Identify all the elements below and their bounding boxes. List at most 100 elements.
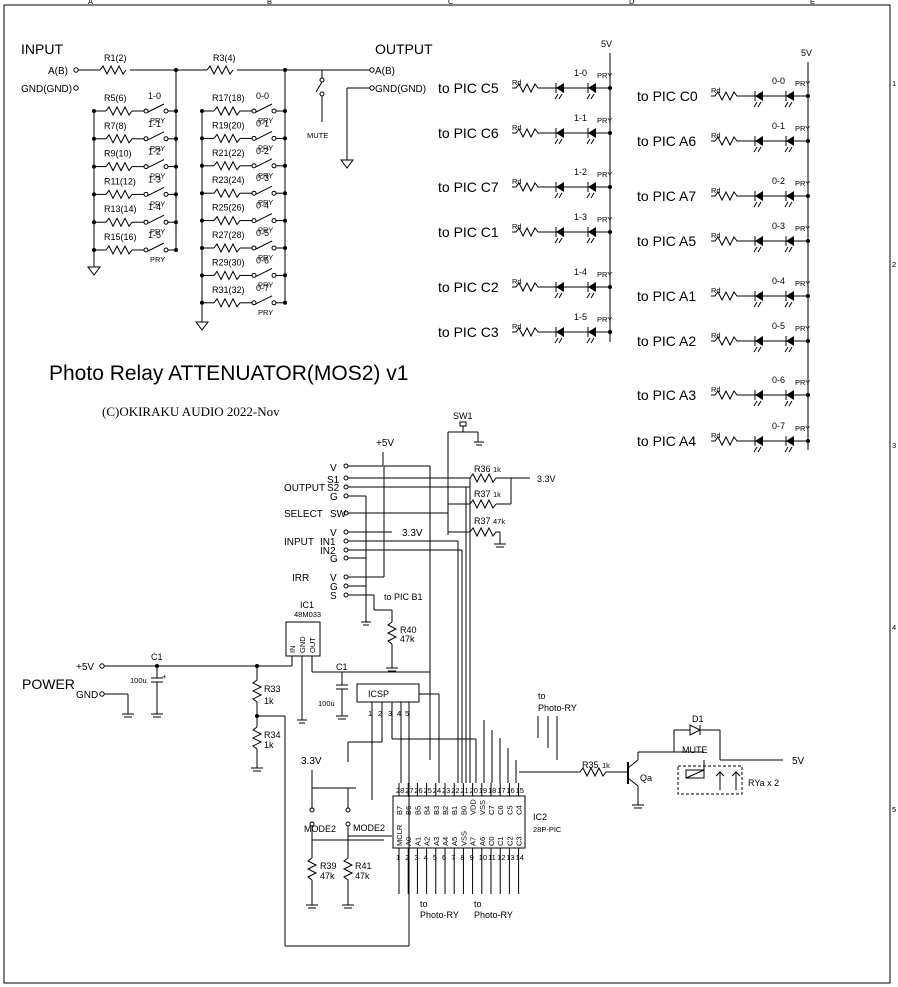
svg-text:1: 1 (396, 853, 400, 862)
svg-text:27: 27 (405, 786, 413, 795)
svg-text:PRY: PRY (258, 143, 273, 152)
svg-text:5V: 5V (601, 39, 612, 49)
switch-label: 1-3 (574, 212, 587, 222)
svg-text:2: 2 (405, 853, 409, 862)
svg-text:A: A (88, 0, 93, 6)
svg-text:21: 21 (460, 786, 468, 795)
shunt-resistor (105, 244, 133, 256)
resistor-rd (512, 326, 552, 338)
svg-text:PRY: PRY (795, 224, 810, 233)
svg-text:Photo-RY: Photo-RY (420, 910, 459, 920)
led-column-right: 5V (801, 48, 812, 450)
svg-text:25: 25 (424, 786, 432, 795)
svg-text:B2: B2 (441, 806, 450, 815)
switch-label: 0-1 (256, 118, 269, 128)
svg-text:PRY: PRY (258, 253, 273, 262)
svg-text:SW: SW (330, 509, 347, 520)
shunt-resistor (213, 242, 241, 254)
led-icon (556, 327, 564, 337)
svg-text:C1: C1 (496, 836, 505, 846)
svg-text:26: 26 (414, 786, 422, 795)
svg-text:PRY: PRY (258, 198, 273, 207)
switch-label: 0-6 (256, 255, 269, 265)
shunt-resistor (213, 160, 241, 171)
photodiode-icon (588, 227, 596, 237)
svg-text:A2: A2 (423, 837, 432, 846)
svg-text:100u: 100u (318, 699, 335, 708)
shunt-resistor (213, 270, 241, 281)
svg-text:C0: C0 (487, 836, 496, 846)
svg-text:Photo-RY: Photo-RY (474, 910, 513, 920)
switch-label: 1-0 (574, 68, 587, 78)
switch-label: 1-5 (148, 230, 161, 240)
svg-text:MODE2: MODE2 (304, 824, 336, 834)
switch-label: 0-0 (256, 91, 269, 101)
svg-text:to PIC B1: to PIC B1 (384, 592, 423, 602)
svg-text:3: 3 (414, 853, 418, 862)
svg-text:7: 7 (451, 853, 455, 862)
svg-text:R41: R41 (355, 861, 372, 871)
svg-text:PRY: PRY (795, 124, 810, 133)
svg-text:PRY: PRY (795, 424, 810, 433)
ic2-pins: 28B71MCLR27B62A026B53A125B44A224B35A323B… (395, 478, 524, 894)
resistor-label: R11(12) (104, 176, 136, 186)
svg-text:24: 24 (433, 786, 441, 795)
resistor-label: R19(20) (212, 120, 245, 130)
resistor-rd (711, 290, 751, 302)
svg-text:28P-PIC: 28P-PIC (533, 825, 562, 834)
shunt-resistor (105, 105, 133, 117)
svg-text:1k: 1k (264, 740, 274, 750)
resistor-rd (512, 127, 552, 139)
resistor-label: R23(24) (212, 175, 245, 185)
svg-text:PRY: PRY (258, 280, 273, 289)
svg-text:B: B (267, 985, 272, 987)
svg-text:D: D (629, 985, 635, 987)
svg-text:15: 15 (516, 786, 524, 795)
svg-text:Qa: Qa (640, 773, 652, 783)
svg-text:R39: R39 (320, 861, 337, 871)
svg-text:19: 19 (479, 786, 487, 795)
output-label: OUTPUT (375, 41, 433, 57)
svg-text:47k: 47k (355, 871, 370, 881)
svg-text:Rd: Rd (512, 78, 522, 87)
resistor-rd (711, 135, 751, 147)
switch-label: 0-2 (256, 146, 269, 156)
resistor-rd (512, 82, 552, 94)
svg-text:4: 4 (892, 623, 896, 632)
switch-label: 0-0 (772, 76, 785, 86)
svg-text:GND(GND): GND(GND) (375, 84, 426, 95)
resistor-rd (512, 181, 552, 193)
svg-text:1k: 1k (493, 465, 501, 474)
resistor-rd (711, 235, 751, 247)
sheet-border: A B C D E A B C D E 1 2 3 4 5 (3, 0, 896, 987)
svg-text:5V: 5V (801, 48, 812, 58)
svg-text:PRY: PRY (258, 171, 273, 180)
icsp-header (356, 683, 420, 703)
svg-text:1: 1 (892, 79, 896, 88)
photodiode-icon (786, 91, 794, 101)
shunt-resistor (213, 297, 241, 308)
ic1-regulator (285, 621, 321, 657)
svg-text:PRY: PRY (597, 315, 612, 324)
resistor-rd (512, 281, 552, 293)
pic-pin-label: to PIC C6 (438, 125, 499, 141)
photodiode-icon (588, 128, 596, 138)
svg-text:Rd: Rd (512, 322, 522, 331)
led-icon (755, 336, 763, 346)
svg-text:R40: R40 (400, 625, 417, 635)
svg-text:IN: IN (288, 646, 297, 654)
svg-text:C1: C1 (336, 662, 348, 672)
svg-text:PRY: PRY (150, 227, 165, 236)
photodiode-icon (588, 282, 596, 292)
svg-text:Rd: Rd (512, 222, 522, 231)
svg-text:Rd: Rd (512, 123, 522, 132)
svg-text:V: V (330, 528, 337, 539)
svg-text:VSS: VSS (459, 831, 468, 846)
pic-pin-label: to PIC A4 (637, 433, 696, 449)
switch-label: 0-6 (772, 375, 785, 385)
svg-text:100u: 100u (130, 676, 147, 685)
led-icon (556, 83, 564, 93)
switch-label: 1-1 (148, 119, 161, 129)
resistor-rd (512, 226, 552, 238)
svg-text:PRY: PRY (795, 79, 810, 88)
